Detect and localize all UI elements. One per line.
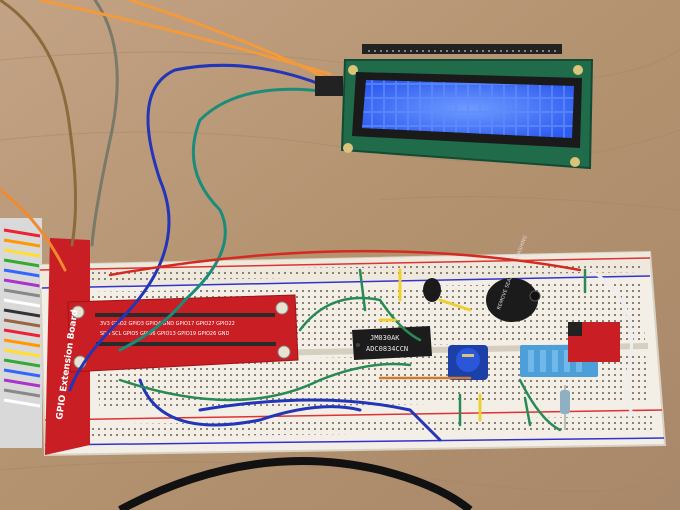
lcd-header-connector — [315, 76, 343, 96]
adc-chip-line1: JM030AK — [370, 334, 400, 342]
ribbon-cable — [0, 218, 42, 448]
jumper-wires — [0, 0, 642, 442]
svg-text:SDA SCL GPIO5 GPIO6 GPIO13 GPI: SDA SCL GPIO5 GPIO6 GPIO13 GPIO19 GPIO26… — [100, 331, 229, 337]
svg-text:3V3 GPIO2 GPIO3 GPIO4 GND GPIO: 3V3 GPIO2 GPIO3 GPIO4 GND GPIO17 GPIO27 … — [100, 321, 235, 327]
adc-chip-line2: ADC0834CCN — [366, 345, 408, 353]
transistor — [423, 278, 441, 302]
push-button — [568, 322, 620, 362]
potentiometer — [448, 345, 488, 380]
lcd-module — [340, 44, 594, 170]
adc-chip: JM030AK ADC0834CCN — [352, 326, 432, 360]
usb-cable — [118, 457, 473, 510]
resistor — [560, 385, 570, 430]
